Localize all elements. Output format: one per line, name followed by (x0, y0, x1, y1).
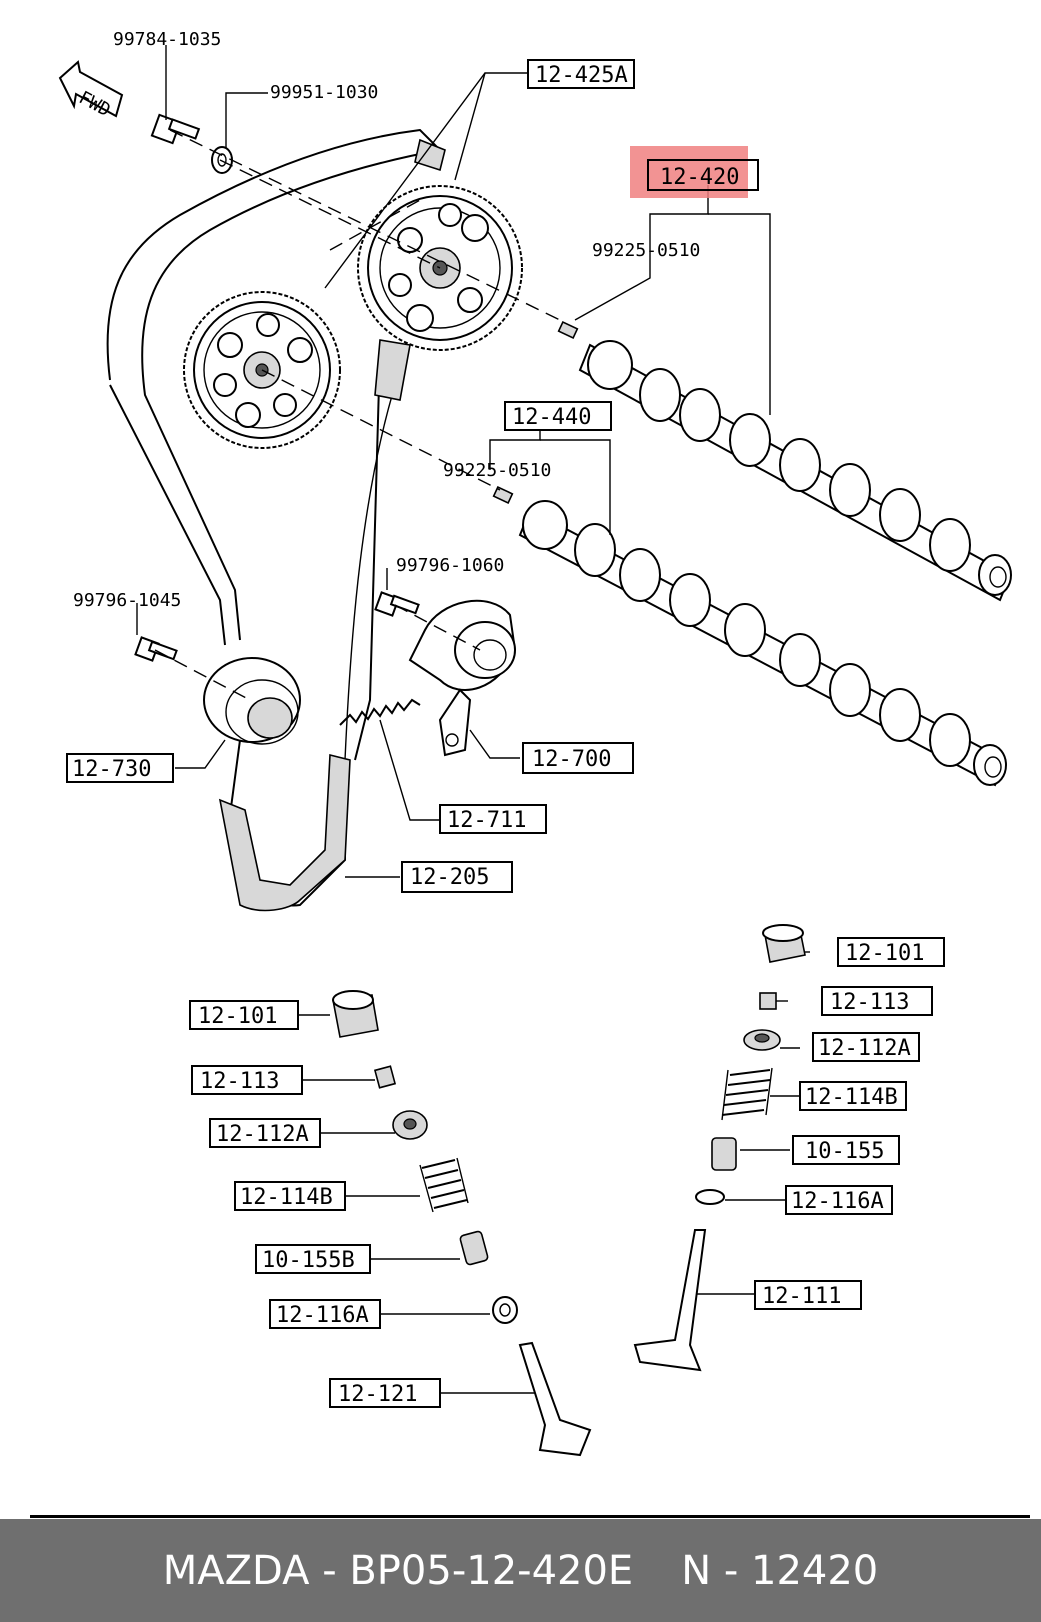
svg-text:12-116A: 12-116A (276, 1303, 369, 1328)
svg-text:12-420: 12-420 (660, 165, 739, 190)
svg-text:12-730: 12-730 (72, 757, 151, 782)
svg-text:12-114B: 12-114B (805, 1085, 898, 1110)
bolt-99796-1060 (374, 591, 420, 617)
retainer-left (392, 1110, 428, 1140)
callout-left-12-114B[interactable]: 12-114B (234, 1181, 346, 1211)
svg-text:12-440: 12-440 (512, 405, 591, 430)
spring-right (721, 1067, 773, 1121)
svg-text:12-700: 12-700 (532, 747, 611, 772)
svg-text:12-425A: 12-425A (535, 63, 628, 88)
fwd-label: FWD (75, 87, 114, 121)
camshaft-12-420 (557, 321, 1012, 602)
partno-99796-1045[interactable]: 99796-1045 (73, 590, 181, 611)
alignment-lines (154, 129, 561, 701)
seal-left (459, 1230, 489, 1266)
callout-left-12-121[interactable]: 12-121 (329, 1378, 441, 1408)
seat-right (695, 1189, 725, 1205)
bolt-99784-1035 (150, 113, 201, 145)
valve-right (633, 1229, 707, 1372)
callout-left-12-116A[interactable]: 12-116A (269, 1299, 381, 1329)
svg-text:12-101: 12-101 (198, 1004, 277, 1029)
svg-text:12-711: 12-711 (447, 808, 526, 833)
callout-left-12-101[interactable]: 12-101 (189, 1000, 299, 1030)
footer-bar: MAZDA - BP05-12-420E N - 12420 (0, 1519, 1041, 1622)
callout-right-12-116A[interactable]: 12-116A (785, 1185, 893, 1215)
partno-99225-0510-upper[interactable]: 99225-0510 (592, 240, 700, 261)
footer-part-number: MAZDA - BP05-12-420E (162, 1547, 634, 1594)
svg-text:10-155B: 10-155B (262, 1248, 355, 1273)
camshaft-12-440 (492, 486, 1007, 787)
svg-text:12-113: 12-113 (830, 990, 909, 1015)
svg-text:12-112A: 12-112A (818, 1036, 911, 1061)
bolt-99796-1045 (134, 636, 178, 662)
partno-99225-0510-lower[interactable]: 99225-0510 (443, 460, 551, 481)
valve-stack-right (633, 924, 806, 1372)
tappet-right (762, 924, 806, 963)
keeper-left (373, 1065, 397, 1089)
parts-diagram: FWD (58, 29, 1012, 1457)
callout-left-12-113[interactable]: 12-113 (191, 1065, 303, 1095)
callout-12-711[interactable]: 12-711 (439, 804, 547, 834)
svg-text:12-111: 12-111 (762, 1284, 841, 1309)
leader-lines (136, 45, 810, 1394)
callout-12-440[interactable]: 12-440 (504, 401, 612, 431)
partno-99796-1060[interactable]: 99796-1060 (396, 555, 504, 576)
callout-12-730[interactable]: 12-730 (66, 753, 174, 783)
partno-99951-1030[interactable]: 99951-1030 (270, 82, 378, 103)
callout-right-12-114B[interactable]: 12-114B (799, 1081, 907, 1111)
svg-text:12-121: 12-121 (338, 1382, 417, 1407)
partno-99784-1035[interactable]: 99784-1035 (113, 29, 221, 50)
seat-left (492, 1296, 518, 1324)
callout-left-10-155B[interactable]: 10-155B (255, 1244, 371, 1274)
idler-pulley (203, 657, 301, 745)
retainer-right (743, 1029, 781, 1051)
callout-right-12-111[interactable]: 12-111 (754, 1280, 862, 1310)
callout-12-425A[interactable]: 12-425A (527, 59, 635, 89)
callout-right-10-155[interactable]: 10-155 (792, 1135, 900, 1165)
callout-12-700[interactable]: 12-700 (522, 742, 634, 774)
callout-right-12-113[interactable]: 12-113 (821, 986, 933, 1016)
svg-text:12-205: 12-205 (410, 865, 489, 890)
callout-12-420[interactable]: 12-420 (647, 159, 759, 191)
valve-left (518, 1341, 592, 1457)
timing-belt (106, 128, 446, 912)
keeper-right (759, 992, 777, 1010)
spring-left (419, 1157, 469, 1213)
tensioner-spring (339, 698, 421, 726)
callout-right-12-101[interactable]: 12-101 (837, 937, 945, 967)
washer-99951-1030 (211, 146, 233, 174)
svg-text:12-101: 12-101 (845, 941, 924, 966)
fwd-arrow-icon: FWD (58, 60, 124, 121)
callout-left-12-112A[interactable]: 12-112A (209, 1118, 321, 1148)
valve-stack-left (332, 990, 592, 1457)
tappet-left (332, 990, 379, 1038)
seal-right (711, 1137, 737, 1171)
svg-text:10-155: 10-155 (805, 1139, 884, 1164)
svg-text:12-112A: 12-112A (216, 1122, 309, 1147)
svg-text:12-114B: 12-114B (240, 1185, 333, 1210)
callout-right-12-112A[interactable]: 12-112A (812, 1032, 920, 1062)
footer-divider (30, 1515, 1030, 1518)
tensioner (408, 599, 517, 757)
footer-reference: N - 12420 (681, 1547, 879, 1594)
svg-text:12-116A: 12-116A (791, 1189, 884, 1214)
svg-text:12-113: 12-113 (200, 1069, 279, 1094)
callout-12-205[interactable]: 12-205 (401, 861, 513, 893)
